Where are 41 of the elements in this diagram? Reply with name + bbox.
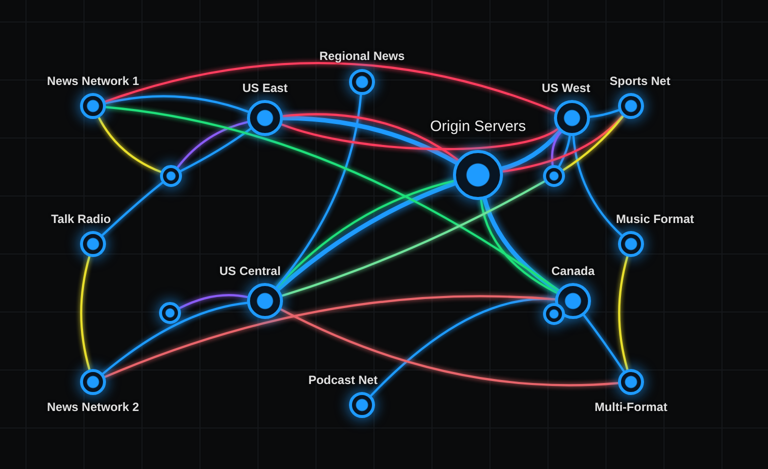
connector-line: [618, 255, 628, 371]
connector-line: [562, 115, 624, 172]
node-label: Podcast Net: [308, 373, 378, 387]
connector-line: [500, 129, 562, 171]
relay-node: [159, 302, 181, 324]
node-label: News Network 2: [46, 400, 140, 414]
connector-line: [558, 134, 571, 168]
relay-node: [160, 165, 182, 187]
node-label: US East: [242, 81, 288, 95]
connector-line: [280, 308, 620, 386]
node-label: US West: [542, 81, 590, 95]
connector-line: [280, 123, 559, 150]
node-label: US Central: [219, 264, 281, 278]
connector-line: [502, 114, 624, 173]
connector-line: [281, 180, 546, 297]
connector-line: [98, 116, 162, 173]
connector-line: [551, 130, 562, 166]
node-label: Talk Radio: [51, 212, 111, 226]
connector-line: [178, 294, 248, 310]
node-label: Multi-Format: [594, 400, 668, 414]
node-label: Canada: [551, 264, 595, 278]
connector-line: [101, 182, 164, 236]
relay-node: [543, 303, 565, 325]
node-label: Origin Servers: [430, 118, 526, 136]
node-label: News Network 1: [46, 74, 140, 88]
connector-line: [104, 95, 250, 113]
connector-line: [572, 134, 623, 236]
connector-line: [104, 62, 556, 112]
relay-node: [543, 165, 565, 187]
node-label: Sports Net: [610, 74, 670, 88]
node-label: Regional News: [319, 49, 405, 63]
connector-line: [588, 109, 620, 118]
connector-line: [276, 94, 362, 288]
node-label: Music Format: [616, 212, 694, 226]
connector-line: [80, 255, 90, 371]
connector-line: [102, 302, 248, 375]
connector-line: [582, 314, 625, 372]
connector-line: [180, 128, 252, 172]
connector-line: [104, 106, 560, 292]
connector-line: [104, 295, 556, 378]
connector-line: [176, 121, 249, 168]
